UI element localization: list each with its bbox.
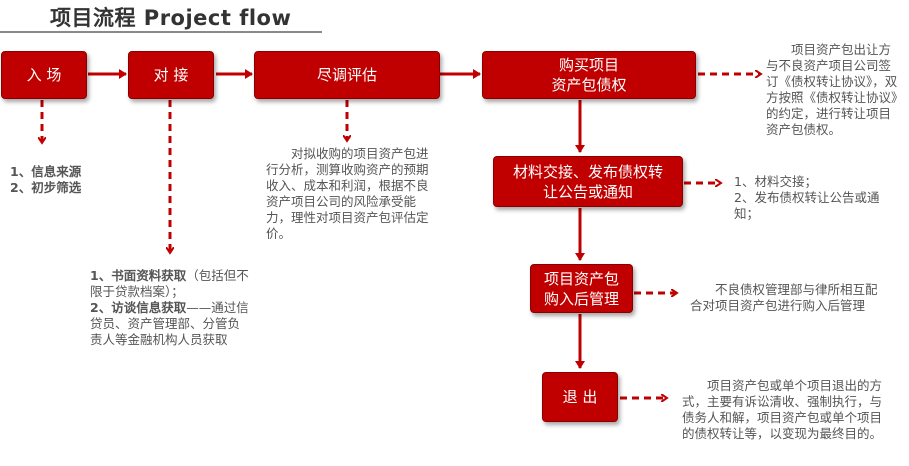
note-handover-line2: 2、发布债权转让公告或通知； xyxy=(734,190,880,221)
note-handover: 1、材料交接； 2、发布债权转让公告或通知； xyxy=(734,174,894,222)
note-enter-line2: 2、初步筛选 xyxy=(10,180,82,195)
step-contact: 对 接 xyxy=(128,51,214,99)
note-contact-1-text: （包括但不限于贷款档案）； xyxy=(90,268,249,299)
step-purchase: 购买项目 资产包债权 xyxy=(482,51,696,99)
note-contact: 1、书面资料获取（包括但不限于贷款档案）； 2、访谈信息获取——通过信贷员、资产… xyxy=(90,268,250,348)
note-enter-line1: 1、信息来源 xyxy=(10,164,82,179)
note-purchase: 项目资产包出让方与不良资产项目公司签订《债权转让协议》，双方按照《债权转让协议》… xyxy=(766,42,898,137)
note-contact-2-text: ——通过信贷员、资产管理部、分管负责人等金融机构人员获取 xyxy=(90,300,249,347)
note-enter: 1、信息来源 2、初步筛选 xyxy=(10,164,100,196)
step-enter: 入 场 xyxy=(1,51,87,99)
note-post-management: 不良债权管理部与律所相互配合对项目资产包进行购入后管理 xyxy=(690,282,878,313)
step-handover: 材料交接、发布债权转 让公告或通知 xyxy=(493,156,683,207)
note-due-diligence: 对拟收购的项目资产包进行分析，测算收购资产的预期收入、成本和利润，根据不良资产项… xyxy=(266,146,429,241)
page-title: 项目流程 Project flow xyxy=(50,6,292,30)
note-contact-2-title: 2、访谈信息获取 xyxy=(90,300,187,315)
step-exit: 退 出 xyxy=(542,372,618,422)
note-contact-1-title: 1、书面资料获取 xyxy=(90,268,187,283)
note-handover-line1: 1、材料交接； xyxy=(734,174,817,189)
note-exit: 项目资产包或单个项目退出的方式，主要有诉讼清收、强制执行，与债务人和解，项目资产… xyxy=(682,378,883,441)
step-due-diligence: 尽调评估 xyxy=(254,51,440,99)
title-underline xyxy=(0,31,322,33)
step-post-management: 项目资产包 购入后管理 xyxy=(530,264,633,313)
